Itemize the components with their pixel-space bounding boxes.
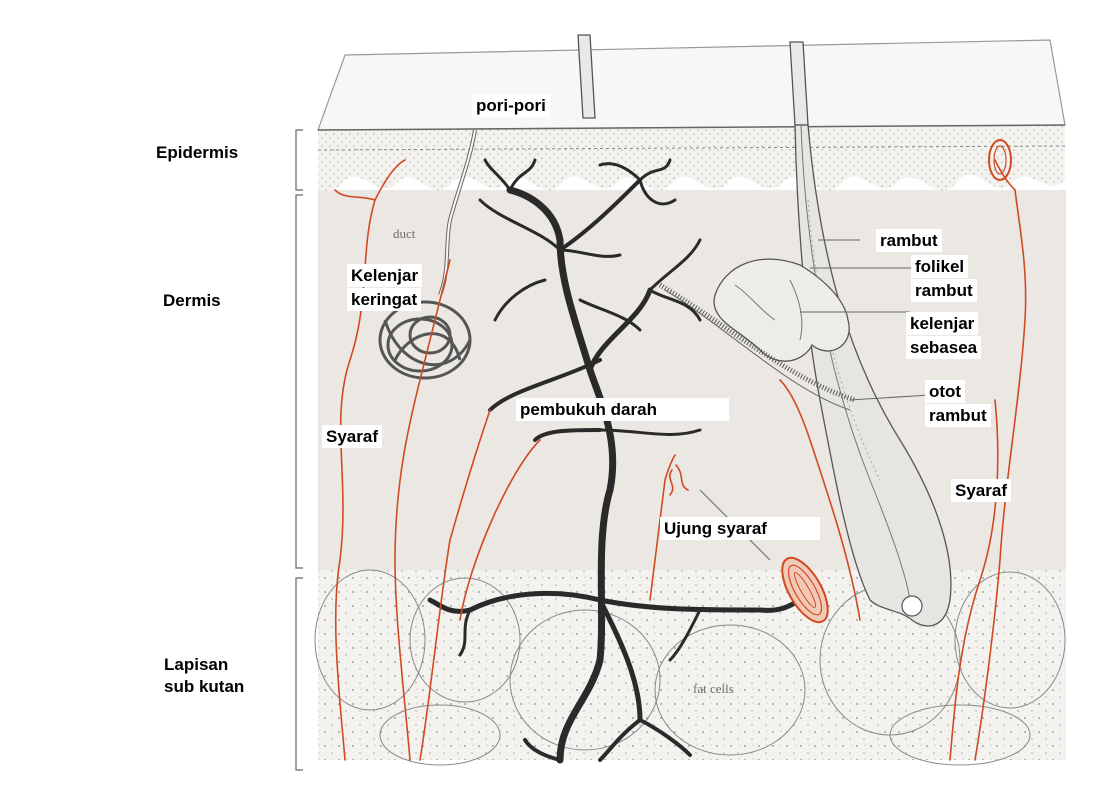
label-rambut: rambut [876,229,942,252]
label-kelenjar-keringat-1: Kelenjar [347,264,422,287]
label-syaraf-right: Syaraf [951,479,1011,502]
layer-label-epidermis: Epidermis [152,141,242,164]
label-folikel-rambut-1: folikel [911,255,968,278]
label-otot-rambut-2: rambut [925,404,991,427]
label-kelenjar-keringat-2: keringat [347,288,421,311]
label-syaraf-left: Syaraf [322,425,382,448]
layer-label-subcutan-line1: Lapisan [160,653,232,676]
label-pori-pori: pori-pori [472,94,550,117]
label-kelenjar-sebasea-2: sebasea [906,336,981,359]
label-pembuluh-darah: pembukuh darah [516,398,729,421]
label-folikel-rambut-2: rambut [911,279,977,302]
layer-label-subcutan-line2: sub kutan [160,675,248,698]
label-otot-rambut-1: otot [925,380,965,403]
duct-handwritten-label: duct [393,226,415,242]
label-ujung-syaraf: Ujung syaraf [660,517,820,540]
label-kelenjar-sebasea-1: kelenjar [906,312,978,335]
skin-surface-block [318,40,1065,130]
epidermis-tissue [318,125,1065,191]
layer-label-dermis: Dermis [159,289,225,312]
layer-brackets [296,130,303,770]
fat-cells-handwritten-label: fat cells [693,681,734,697]
